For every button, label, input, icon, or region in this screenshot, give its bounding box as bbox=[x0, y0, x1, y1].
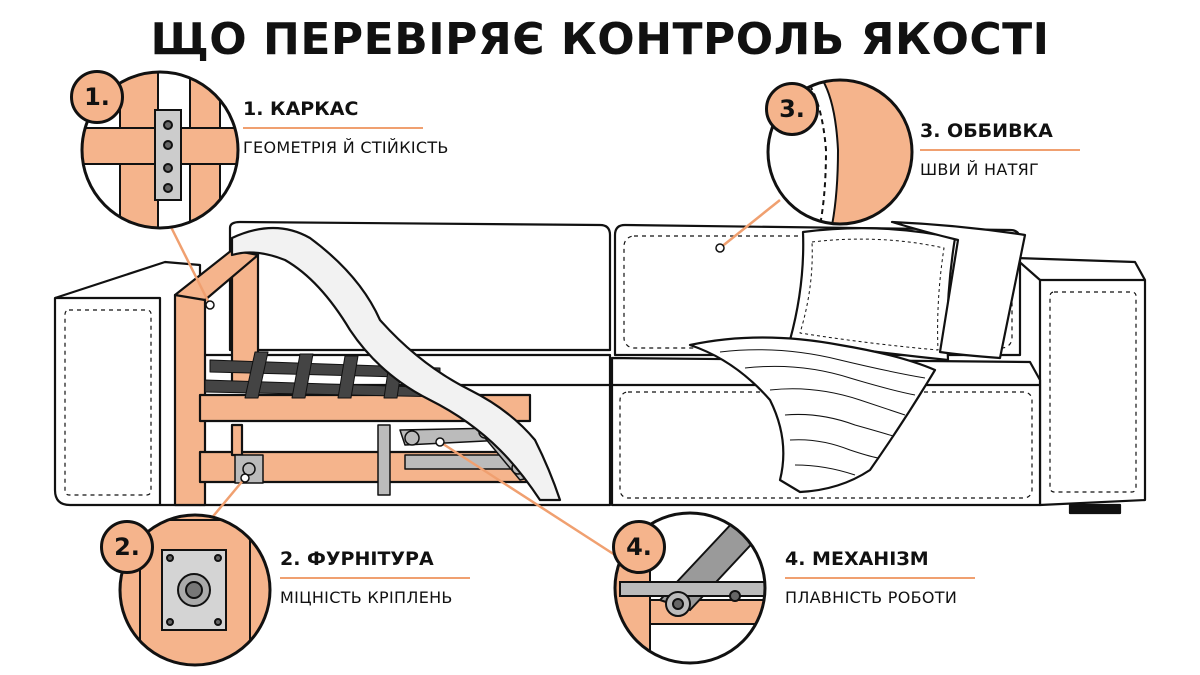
callout-upholstery: 3. ОББИВКА ШВИ Й НАТЯГ bbox=[920, 120, 1080, 179]
divider bbox=[920, 149, 1080, 151]
callout-subtitle: МІЦНІСТЬ КРІПЛЕНЬ bbox=[280, 588, 453, 607]
callout-mechanism: 4. МЕХАНІЗМ ПЛАВНІСТЬ РОБОТИ bbox=[785, 548, 975, 607]
callout-hardware: 2. ФУРНІТУРА МІЦНІСТЬ КРІПЛЕНЬ bbox=[280, 548, 470, 607]
callout-number-4: 4. bbox=[612, 520, 666, 574]
sofa-illustration bbox=[53, 220, 1147, 515]
divider bbox=[243, 127, 423, 129]
callout-heading: 1. КАРКАС bbox=[243, 98, 359, 120]
page-title: ЩО ПЕРЕВІРЯЄ КОНТРОЛЬ ЯКОСТІ bbox=[150, 14, 1050, 65]
leader-lines bbox=[168, 199, 781, 557]
callout-number-1: 1. bbox=[70, 70, 124, 124]
callout-heading: 3. ОББИВКА bbox=[920, 120, 1053, 142]
divider bbox=[280, 577, 470, 579]
callout-heading: 2. ФУРНІТУРА bbox=[280, 548, 434, 570]
callout-subtitle: ПЛАВНІСТЬ РОБОТИ bbox=[785, 588, 958, 607]
divider bbox=[785, 577, 975, 579]
callout-number-3: 3. bbox=[765, 82, 819, 136]
callout-heading: 4. МЕХАНІЗМ bbox=[785, 548, 929, 570]
callout-subtitle: ШВИ Й НАТЯГ bbox=[920, 160, 1040, 179]
bolt-plate-closeup-icon bbox=[118, 513, 272, 667]
callout-frame: 1. КАРКАС ГЕОМЕТРІЯ Й СТІЙКІСТЬ bbox=[243, 98, 449, 157]
callout-subtitle: ГЕОМЕТРІЯ Й СТІЙКІСТЬ bbox=[243, 138, 449, 157]
callout-number-2: 2. bbox=[100, 520, 154, 574]
frame-closeup-icon bbox=[80, 70, 240, 230]
